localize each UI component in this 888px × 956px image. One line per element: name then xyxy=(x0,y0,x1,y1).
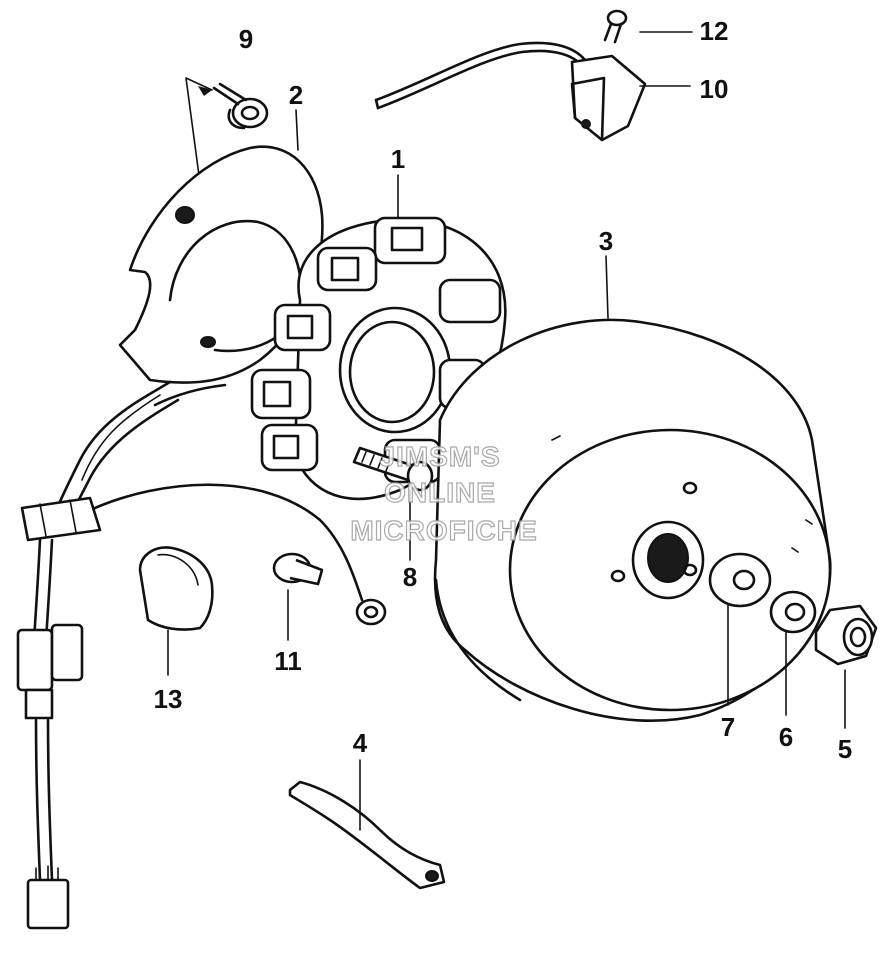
callout-1: 1 xyxy=(391,144,405,174)
callout-5: 5 xyxy=(838,734,852,764)
watermark-line-2: ONLINE xyxy=(384,477,496,508)
wiring-harness xyxy=(16,380,387,930)
callout-2: 2 xyxy=(289,80,303,110)
part-9-bolt xyxy=(212,82,269,130)
callout-9: 9 xyxy=(239,24,253,54)
callout-10: 10 xyxy=(700,74,729,104)
part-6-lock-washer xyxy=(769,590,817,634)
part-2-stator-base xyxy=(118,145,324,384)
part-12-screw xyxy=(603,9,628,44)
part-3-flywheel xyxy=(433,318,832,722)
watermark-line-3: MICROFICHE xyxy=(350,515,537,546)
part-10-pulse-generator xyxy=(374,41,647,142)
callout-8: 8 xyxy=(403,562,417,592)
watermark-line-1: JIMSM'S xyxy=(379,441,500,472)
callout-11: 11 xyxy=(274,646,302,676)
part-7-washer xyxy=(708,552,772,608)
part-5-nut xyxy=(814,604,878,666)
callout-13: 13 xyxy=(154,684,183,714)
callout-7: 7 xyxy=(721,712,735,742)
callout-3: 3 xyxy=(599,226,613,256)
part-11-screw xyxy=(272,552,324,586)
callout-12: 12 xyxy=(700,16,729,46)
watermark: JIMSM'S ONLINE MICROFICHE xyxy=(350,440,538,546)
part-13-grommet xyxy=(138,546,214,631)
leader-lines xyxy=(167,31,846,831)
part-8-bolt xyxy=(352,446,434,492)
part-4-clamp xyxy=(288,780,446,890)
callout-4: 4 xyxy=(353,728,368,758)
callout-6: 6 xyxy=(779,722,793,752)
